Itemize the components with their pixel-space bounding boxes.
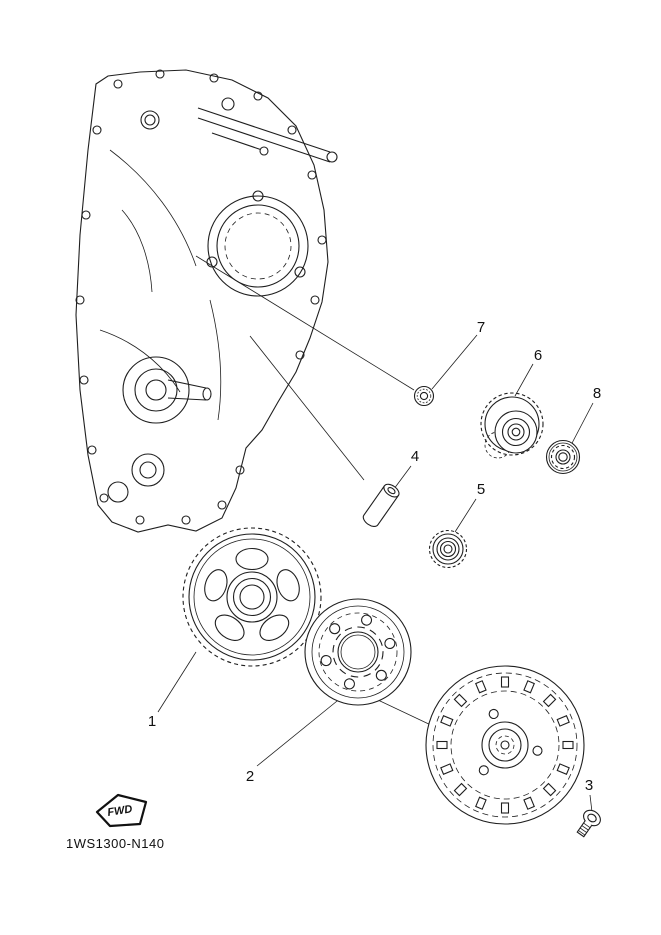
callouts: 1 2 3 4 5 6 7 8 — [148, 319, 601, 794]
callout-8: 8 — [593, 385, 601, 402]
part-4-collar — [362, 483, 400, 527]
callout-7: 7 — [477, 319, 485, 336]
fwd-label: FWD — [107, 803, 134, 819]
part-5-pinion-gear — [428, 529, 468, 569]
callout-3: 3 — [585, 777, 593, 794]
part-1-driven-gear — [182, 527, 322, 667]
callout-6: 6 — [534, 347, 542, 364]
callout-2: 2 — [246, 768, 254, 785]
part-7-collar — [413, 385, 435, 407]
fwd-marker: FWD — [95, 793, 148, 828]
part-6-idler-gear — [480, 392, 544, 459]
part-3-bolt — [576, 809, 601, 838]
engine-crankcase — [75, 69, 338, 533]
callout-1: 1 — [148, 713, 156, 730]
part-8-bearing — [545, 439, 581, 475]
rotor-flywheel — [425, 665, 585, 825]
crankcase-bolt-holes — [75, 69, 327, 525]
diagram-code: 1WS1300-N140 — [66, 836, 165, 851]
part-2-one-way-clutch — [304, 598, 412, 706]
callout-4: 4 — [411, 448, 419, 465]
callout-5: 5 — [477, 481, 485, 498]
fwd-arrow-icon — [95, 793, 148, 828]
